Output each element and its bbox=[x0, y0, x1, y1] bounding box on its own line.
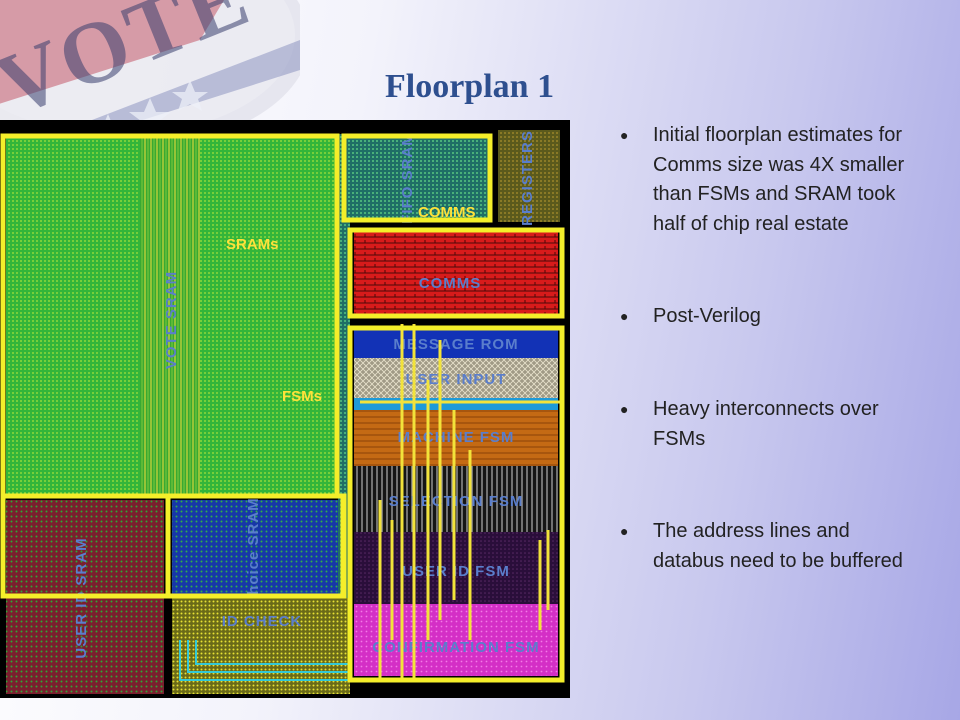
fsm-bus-block bbox=[354, 398, 558, 410]
id-check-block bbox=[172, 598, 350, 694]
user-input-text: USER INPUT bbox=[406, 371, 507, 388]
bullet-item: ● Initial floorplan estimates for Comms s… bbox=[620, 121, 920, 239]
choice-sram-block bbox=[172, 500, 338, 596]
id-check-text: ID CHECK bbox=[222, 613, 303, 630]
comms-label: COMMS bbox=[418, 204, 476, 221]
bullet-dot-icon: ● bbox=[620, 400, 629, 417]
user-id-fsm-block bbox=[354, 532, 558, 604]
id-check-bus bbox=[179, 640, 350, 681]
chip-floorplan: VOTE SRAM FIFO SRAM REGISTERS COMMS MESS… bbox=[0, 120, 570, 698]
bullet-item: ● The address lines and databus need to b… bbox=[620, 517, 920, 576]
choice-sram-text: Choice SRAM bbox=[245, 497, 262, 606]
bullet-dot-icon: ● bbox=[620, 127, 629, 143]
user-input-block bbox=[354, 358, 558, 398]
fsm-interconnects bbox=[360, 324, 560, 680]
registers-text: REGISTERS bbox=[519, 130, 536, 226]
srams-label: SRAMs bbox=[226, 236, 279, 253]
bullet-dot-icon: ● bbox=[620, 523, 629, 540]
message-rom-text: MESSAGE ROM bbox=[393, 336, 518, 353]
message-rom-block bbox=[354, 330, 558, 358]
bullet-item: ● Heavy interconnects over FSMs bbox=[620, 395, 920, 454]
slide-title: Floorplan 1 bbox=[385, 68, 555, 105]
fifo-sram-text: FIFO SRAM bbox=[399, 132, 416, 224]
bullet-text: The address lines and databus need to be… bbox=[653, 520, 903, 572]
machine-fsm-block bbox=[354, 410, 558, 466]
vote-logo: VOTE bbox=[0, 0, 300, 140]
sram-address-bus bbox=[140, 134, 200, 494]
bullet-dot-icon: ● bbox=[620, 308, 629, 325]
vote-sram-text: VOTE SRAM bbox=[163, 271, 180, 369]
bullet-list: ● Initial floorplan estimates for Comms s… bbox=[620, 121, 920, 576]
confirmation-fsm-text: CONFIRMATION FSM bbox=[372, 639, 539, 656]
bullet-text: Initial floorplan estimates for Comms si… bbox=[653, 124, 905, 235]
bullet-text: Heavy interconnects over FSMs bbox=[653, 397, 879, 450]
bullet-item: ● Post-Verilog bbox=[620, 302, 920, 332]
comms-block-text: COMMS bbox=[419, 275, 482, 292]
selection-fsm-text: SELECTION FSM bbox=[389, 493, 524, 510]
fifo-sram-block bbox=[348, 134, 488, 222]
region-outlines bbox=[0, 133, 565, 683]
bullet-text: Post-Verilog bbox=[653, 305, 761, 328]
user-id-fsm-text: USER ID FSM bbox=[402, 563, 510, 580]
fsms-label: FSMs bbox=[282, 388, 322, 405]
confirmation-fsm-block bbox=[354, 604, 558, 676]
comms-block bbox=[354, 232, 558, 314]
registers-block bbox=[498, 130, 560, 222]
selection-fsm-block bbox=[354, 466, 558, 532]
